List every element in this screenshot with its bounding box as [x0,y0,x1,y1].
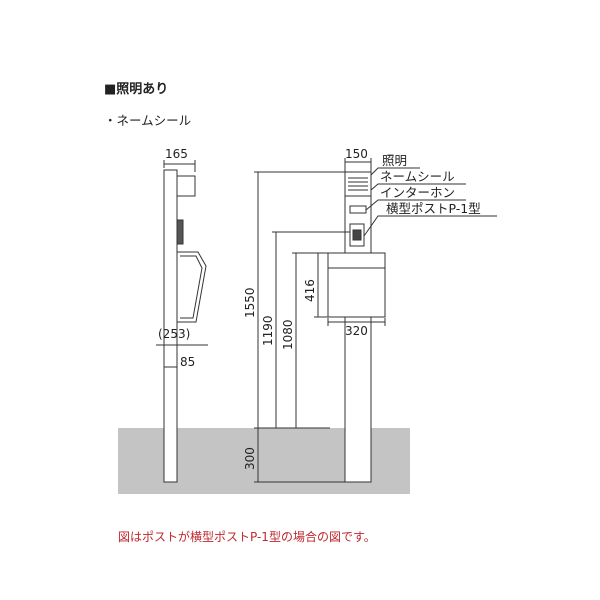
dim-box-height: 416 [303,279,317,302]
dim-side-depth: (253) [158,327,190,341]
side-mailbox [176,251,207,323]
caption-note: 図はポストが横型ポストP-1型の場合の図です。 [118,530,376,544]
side-light-head [176,175,196,197]
section-heading: ■照明あり [104,82,169,97]
dim-height-post-box: 1080 [281,319,295,350]
front-name-seal [349,205,367,214]
dim-height-intercom: 1190 [261,315,275,346]
side-view [156,160,208,483]
dim-underground: 300 [243,447,257,470]
callout-intercom: インターホン [380,185,455,200]
dim-front-top-width: 150 [345,147,368,161]
dim-side-top-width: 165 [165,147,188,161]
front-mailbox [327,252,386,318]
callout-name-seal: ネームシール [380,169,455,184]
dim-front-box-width: 320 [345,324,368,338]
callout-light: 照明 [382,153,407,168]
side-post [163,169,178,483]
front-post [344,171,372,483]
dim-height-total: 1550 [243,287,257,318]
dim-side-post-width: 85 [180,355,195,369]
front-light [344,171,372,197]
side-intercom [176,219,184,245]
front-view [254,158,497,483]
section-subheading: ・ネームシール [104,113,192,128]
callout-mailbox: 横型ポストP-1型 [386,201,481,216]
